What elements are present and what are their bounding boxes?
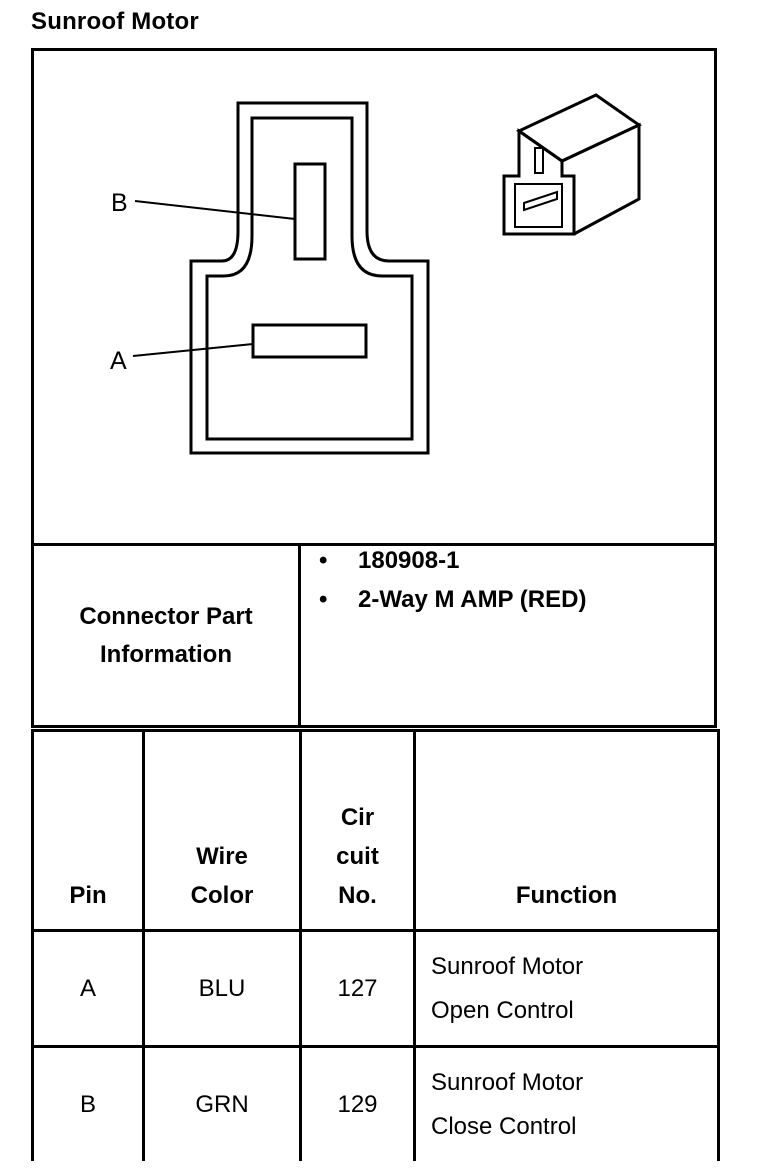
cell-function: Sunroof Motor Close Control (413, 1045, 720, 1161)
pin-a-label: A (110, 347, 127, 375)
header-function: Function (413, 729, 720, 932)
table-row: B GRN 129 Sunroof Motor Close Control (31, 1045, 720, 1161)
pin-b-leader (134, 200, 296, 220)
connector-part-table: Connector Part Information • 180908-1 • … (31, 543, 717, 728)
cell-wire-color: GRN (142, 1045, 302, 1161)
connector-3d-icon (502, 93, 642, 236)
connector-diagram-panel: B A (31, 48, 717, 546)
header-wire-color: Wire Color (142, 729, 302, 932)
cell-function: Sunroof Motor Open Control (413, 929, 720, 1048)
terminal-b (293, 162, 327, 261)
pin-b-label: B (111, 189, 128, 217)
connector-diagram: B A (110, 93, 642, 455)
connector-outer-outline (189, 101, 430, 455)
page-title: Sunroof Motor (31, 8, 199, 35)
connector-part-label: Connector Part Information (31, 543, 301, 728)
cell-pin: A (31, 929, 145, 1048)
cell-circuit: 129 (299, 1045, 416, 1161)
pin-table: Pin Wire Color Cir cuit No. Function A B… (31, 729, 720, 1161)
header-circuit-no: Cir cuit No. (299, 729, 416, 932)
list-item: • 180908-1 (319, 547, 460, 574)
cell-pin: B (31, 1045, 145, 1161)
header-pin: Pin (31, 729, 145, 932)
table-row: A BLU 127 Sunroof Motor Open Control (31, 929, 720, 1048)
pin-a-leader (132, 343, 254, 357)
cell-circuit: 127 (299, 929, 416, 1048)
list-item: • 2-Way M AMP (RED) (319, 586, 587, 613)
cell-wire-color: BLU (142, 929, 302, 1048)
connector-inner-outline (205, 116, 414, 441)
pin-table-header: Pin Wire Color Cir cuit No. Function (31, 729, 720, 932)
connector-part-values: • 180908-1 • 2-Way M AMP (RED) (298, 543, 717, 728)
terminal-a (251, 323, 368, 359)
